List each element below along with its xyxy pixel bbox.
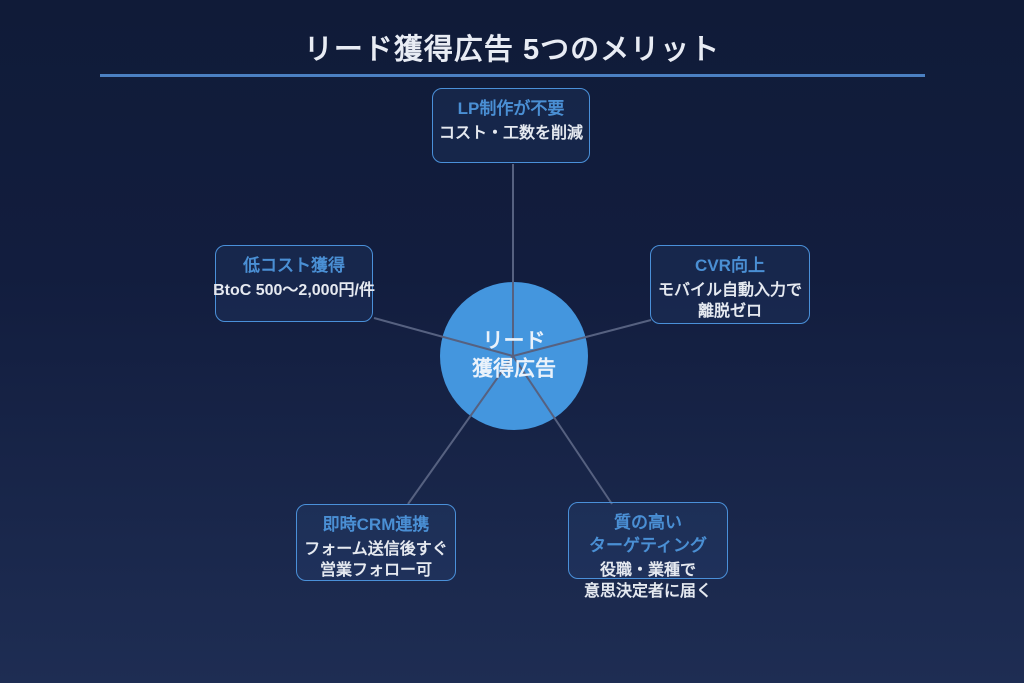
page-title: リード獲得広告 5つのメリット <box>303 34 721 66</box>
node-quality-targeting: 質の高い ターゲティング 役職・業種で 意思決定者に届く <box>568 502 728 600</box>
node-title: LP制作が不要 <box>457 99 565 118</box>
node-body-line: コスト・工数を削減 <box>438 124 583 142</box>
node-low-cost: 低コスト獲得 BtoC 500〜2,000円/件 <box>213 245 375 322</box>
node-cvr-up: CVR向上 モバイル自動入力で 離脱ゼロ <box>650 245 810 324</box>
node-title-line: ターゲティング <box>589 535 707 555</box>
connector-left <box>373 317 514 357</box>
node-title-line: 質の高い <box>614 513 682 532</box>
node-body-line: 営業フォロー可 <box>319 561 432 579</box>
center-label-line1: リード <box>482 329 546 353</box>
node-body-line: フォーム送信後すぐ <box>304 540 448 558</box>
center-node-label: リード 獲得広告 <box>472 328 556 385</box>
connector-right <box>512 319 652 357</box>
connector-bottom-right <box>512 355 613 505</box>
node-crm-integration: 即時CRM連携 フォーム送信後すぐ 営業フォロー可 <box>296 504 456 581</box>
node-title: 低コスト獲得 <box>243 256 345 275</box>
node-body-line: BtoC 500〜2,000円/件 <box>213 281 375 299</box>
title-divider <box>100 74 925 77</box>
node-lp-not-required: LP制作が不要 コスト・工数を削減 <box>432 88 590 163</box>
node-body-line: 役職・業種で <box>599 561 696 579</box>
node-title: CVR向上 <box>695 256 765 275</box>
center-label-line2: 獲得広告 <box>472 358 556 381</box>
connector-bottom-left <box>407 355 514 505</box>
connector-lines <box>373 164 652 505</box>
node-body-line: 離脱ゼロ <box>697 302 762 320</box>
node-title: 即時CRM連携 <box>322 515 430 534</box>
node-body-line: モバイル自動入力で <box>657 281 802 299</box>
node-body-line: 意思決定者に届く <box>583 582 712 600</box>
